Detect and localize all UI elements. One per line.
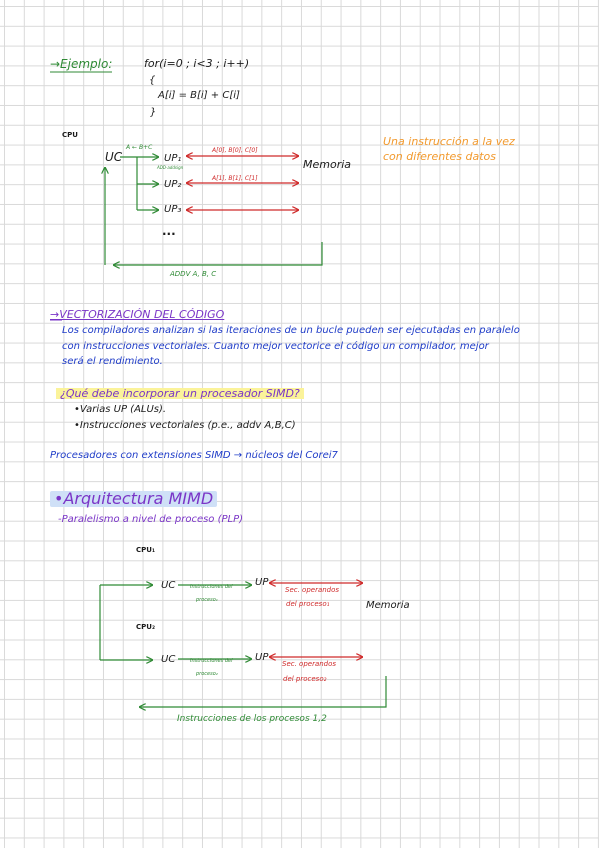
- instr1-line-2: proceso₁: [196, 597, 218, 603]
- vectorization-line-1: Los compiladores analizan si las iteraci…: [62, 325, 520, 336]
- code-line-3: A[i] = B[i] + C[i]: [158, 90, 240, 101]
- cpu-label: CPU: [62, 131, 78, 139]
- operands1-line-1: Sec. operandos: [285, 586, 340, 594]
- note-line-1: Una instrucción a la vez: [383, 135, 515, 148]
- simd-bullet-1: •Varias UP (ALUs).: [74, 404, 167, 415]
- up2-label: UP₂: [164, 179, 182, 190]
- uc-label: UC: [105, 150, 123, 164]
- vectorization-heading: →VECTORIZACIÓN DEL CÓDIGO: [50, 308, 225, 321]
- mimd-title: •Arquitectura MIMD: [50, 491, 218, 507]
- simd-bottom-loop: [114, 242, 323, 265]
- example-heading: →Ejemplo:: [50, 57, 113, 71]
- up3-label: UP₃: [164, 204, 182, 215]
- vectorization-line-3: será el rendimiento.: [62, 356, 163, 367]
- mimd-up1-label: UP: [255, 577, 269, 588]
- mimd-bottom-label: Instrucciones de los procesos 1,2: [177, 714, 327, 724]
- addv-bottom-label: ADDV A, B, C: [170, 270, 217, 278]
- code-line-1: for(i=0 ; i<3 ; i++): [144, 57, 250, 70]
- note-line-2: con diferentes datos: [383, 150, 496, 163]
- mimd-memory-label: Memoria: [366, 600, 410, 611]
- mimd-subtitle: -Paralelismo a nivel de proceso (PLP): [58, 514, 244, 525]
- processors-line: Procesadores con extensiones SIMD → núcl…: [50, 450, 338, 461]
- arrow-label-2: A[1], B[1], C[1]: [212, 175, 258, 182]
- simd-bullet-2: •Instrucciones vectoriales (p.e., addv A…: [74, 420, 296, 431]
- instr2-line-2: proceso₂: [196, 671, 218, 677]
- cpu2-label: CPU₂: [136, 623, 156, 631]
- instr1-line-1: Instrucciones del: [190, 584, 233, 590]
- cpu1-label: CPU₁: [136, 546, 156, 554]
- arrow-label-1: A[0], B[0], C[0]: [212, 147, 258, 154]
- uc-instruction: A ← B+C: [126, 144, 153, 151]
- up1-label: UP₁: [164, 153, 182, 164]
- operands2-line-2: del proceso₂: [283, 675, 327, 683]
- memory-label: Memoria: [303, 158, 352, 171]
- mimd-uc1-label: UC: [161, 580, 176, 591]
- instr2-line-1: Instrucciones del: [190, 658, 233, 664]
- simd-question: ¿Qué debe incorporar un procesador SIMD?: [56, 388, 304, 399]
- code-line-4: }: [150, 107, 157, 118]
- code-line-2: {: [149, 75, 156, 86]
- operands2-line-1: Sec. operandos: [282, 660, 337, 668]
- mimd-uc2-label: UC: [161, 654, 176, 665]
- addv-small-label: ADD-addsign: [157, 165, 184, 170]
- ellipsis: ...: [162, 224, 176, 238]
- mimd-up2-label: UP: [255, 652, 269, 663]
- vectorization-line-2: con instrucciones vectoriales. Cuanto me…: [62, 341, 489, 352]
- mimd-bottom-loop: [140, 676, 387, 707]
- operands1-line-2: del proceso₁: [286, 600, 330, 608]
